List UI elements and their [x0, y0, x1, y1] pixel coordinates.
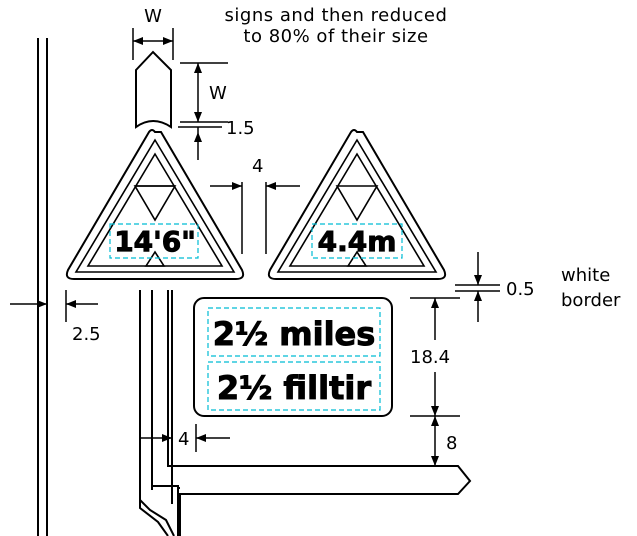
right-triangle-sign: 4.4m	[267, 129, 447, 280]
dim-4-signs-label: 4	[252, 156, 263, 177]
dim-w-side-label: W	[209, 83, 227, 104]
left-triangle-sign: 14'6"	[65, 129, 245, 280]
post-base	[139, 290, 169, 536]
dim-2-5: 2.5	[10, 290, 101, 345]
dim-8: 8	[431, 416, 457, 466]
dim-1-5: 1.5	[178, 118, 255, 160]
dim-w-top-label: W	[144, 6, 162, 27]
note-line-2: to 80% of their size	[243, 26, 428, 47]
road-edge-lines	[37, 38, 48, 536]
dim-8-label: 8	[446, 433, 457, 454]
distance-plate: 2½ miles 2½ filltir	[193, 297, 393, 417]
plate-line-1: 2½ miles	[213, 315, 376, 353]
dim-2-5-label: 2.5	[72, 324, 101, 345]
right-sign-text: 4.4m	[318, 225, 397, 258]
dim-w-top: W	[132, 6, 174, 60]
plate-line-2: 2½ filltir	[217, 369, 371, 407]
dim-4-post-label: 4	[178, 429, 189, 450]
left-sign-text: 14'6"	[114, 225, 196, 258]
note-line-1: signs and then reduced	[225, 5, 448, 26]
dim-0-5-border: 0.5 white border	[455, 252, 621, 322]
post-outline	[139, 290, 180, 536]
dim-w-side: W	[180, 62, 228, 123]
white-label: white	[561, 265, 610, 286]
chevron-marker	[135, 50, 172, 129]
dim-4-between-signs: 4	[210, 156, 300, 254]
border-label: border	[561, 290, 621, 311]
dim-1-5-label: 1.5	[226, 118, 255, 139]
post-shaft	[151, 290, 472, 536]
dim-0-5-label: 0.5	[506, 279, 535, 300]
dim-4-post: 4	[140, 424, 230, 452]
dim-18-4: 18.4	[410, 297, 460, 417]
dim-18-4-label: 18.4	[410, 347, 450, 368]
